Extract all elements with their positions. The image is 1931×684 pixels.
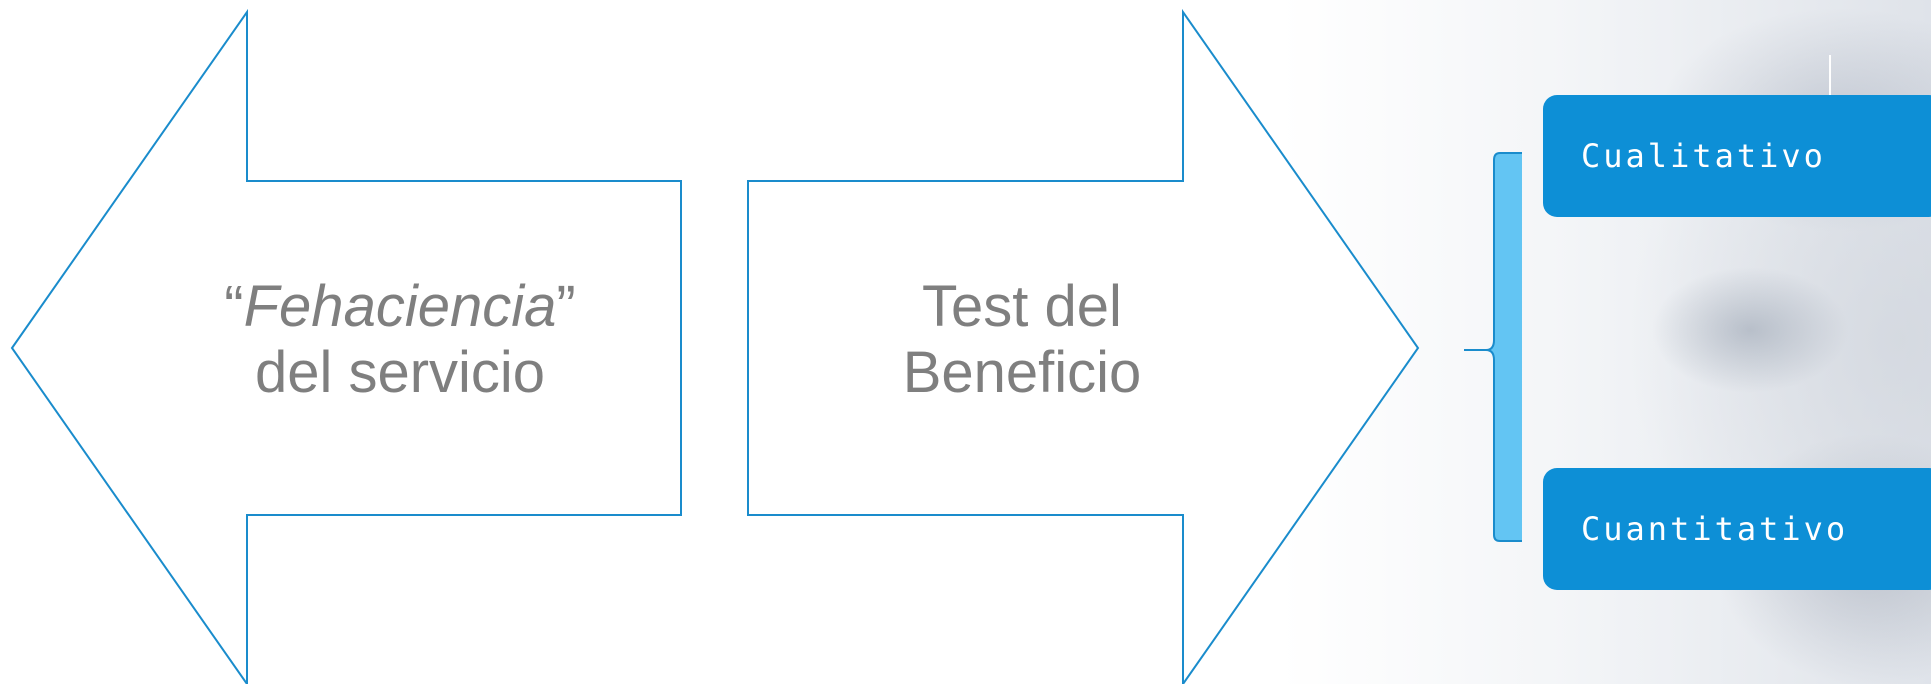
right-arrow-label: Test del Beneficio xyxy=(822,265,1222,415)
left-arrow-line2: del servicio xyxy=(254,340,546,405)
right-arrow-line2: Beneficio xyxy=(902,340,1142,405)
cualitativo-box: Cualitativo xyxy=(1543,95,1931,217)
cuantitativo-box: Cuantitativo xyxy=(1543,468,1931,590)
fehaciencia-text: Fehaciencia xyxy=(243,274,557,339)
right-arrow-line1: Test del xyxy=(922,274,1122,339)
open-quote: “ xyxy=(224,274,244,339)
left-arrow-line1: “Fehaciencia” xyxy=(224,274,575,340)
cualitativo-label: Cualitativo xyxy=(1581,137,1826,175)
left-arrow-label: “Fehaciencia” del servicio xyxy=(150,265,650,415)
right-arrow-shape xyxy=(747,8,1420,684)
close-quote: ” xyxy=(556,274,576,339)
left-arrow-shape xyxy=(10,8,682,684)
curly-bracket xyxy=(1464,152,1522,542)
cuantitativo-label: Cuantitativo xyxy=(1581,510,1849,548)
